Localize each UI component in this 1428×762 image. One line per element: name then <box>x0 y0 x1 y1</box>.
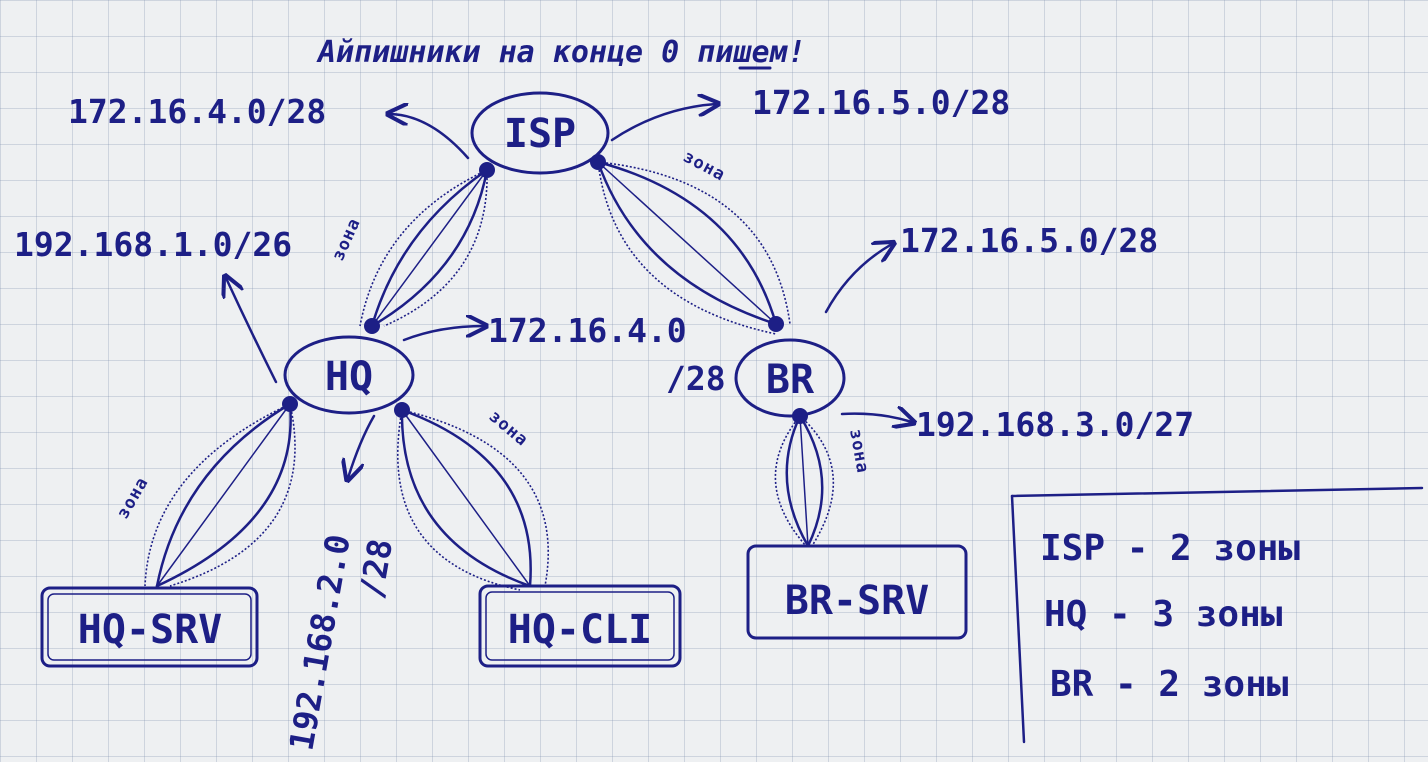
legend-left-border <box>1010 494 1026 744</box>
arrow-hq-up <box>226 278 278 384</box>
node-hq-cli-label: HQ-CLI <box>508 607 653 653</box>
legend-item-isp: ISP - 2 зоны <box>1040 528 1300 569</box>
zone-label-isp-br: зона <box>680 147 729 186</box>
arrow-hq-cli-net <box>348 414 376 478</box>
net-hq-cli-a: 192.168.2.0 <box>281 531 357 753</box>
net-hq-mid-a: 172.16.4.0 <box>488 311 687 350</box>
arrow-isp-left <box>390 114 470 160</box>
net-hq-up: 192.168.1.0/26 <box>14 225 292 264</box>
legend-top-border <box>1010 486 1424 498</box>
link-hq-hqsrv <box>144 396 298 588</box>
node-hq-label: HQ <box>325 354 373 400</box>
net-isp-left: 172.16.4.0/28 <box>68 92 326 131</box>
net-hq-mid-b: /28 <box>666 359 726 398</box>
legend: ISP - 2 зоны HQ - 3 зоны BR - 2 зоны <box>1010 486 1424 744</box>
zone-label-hq-srv: зона <box>113 474 153 523</box>
net-br-up: 172.16.5.0/28 <box>900 221 1158 260</box>
node-hq-srv-label: HQ-SRV <box>78 607 223 653</box>
node-isp: ISP <box>470 91 610 175</box>
arrow-hq-isp-net <box>402 326 484 342</box>
zone-label-hq-cli: зона <box>485 407 532 451</box>
node-br-srv: BR-SRV <box>746 544 968 640</box>
node-br-label: BR <box>766 357 815 403</box>
arrow-isp-right <box>610 104 716 142</box>
node-hq: HQ <box>283 335 415 415</box>
net-hq-cli-b: /28 <box>351 536 400 601</box>
node-hq-cli: HQ-CLI <box>478 584 682 668</box>
node-br: BR <box>734 338 846 418</box>
zone-label-isp-hq: зона <box>328 215 365 264</box>
net-br-srv: 192.168.3.0/27 <box>916 405 1194 444</box>
legend-item-br: BR - 2 зоны <box>1050 664 1289 705</box>
heading-note: Айпишники на конце 0 пишем! <box>316 35 806 70</box>
zone-label-br-srv: зона <box>845 427 873 475</box>
node-isp-label: ISP <box>504 111 576 157</box>
legend-item-hq: HQ - 3 зоны <box>1044 594 1283 635</box>
arrow-br-up <box>824 244 892 314</box>
link-isp-br <box>590 154 791 335</box>
net-isp-right: 172.16.5.0/28 <box>752 83 1010 122</box>
link-hq-hqcli <box>394 402 550 591</box>
node-br-srv-label: BR-SRV <box>785 578 930 624</box>
link-isp-hq <box>359 162 495 334</box>
link-br-brsrv <box>774 408 835 548</box>
arrow-br-srv-net <box>840 414 912 422</box>
node-hq-srv: HQ-SRV <box>40 586 259 668</box>
